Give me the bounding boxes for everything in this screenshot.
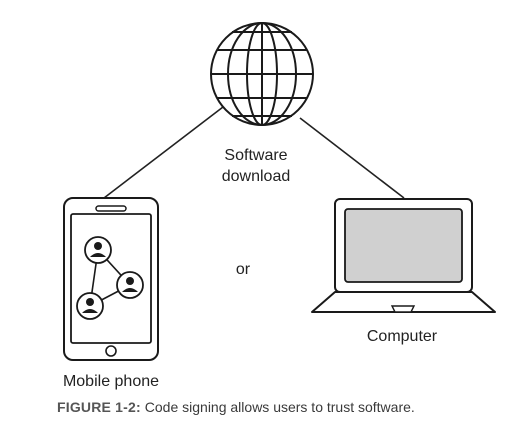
user-avatar-icon xyxy=(76,292,104,320)
mobile-phone-label: Mobile phone xyxy=(63,373,159,390)
globe-to-computer-connector xyxy=(299,117,405,199)
or-label: or xyxy=(236,261,251,278)
figure-number: FIGURE 1-2: xyxy=(57,399,141,415)
caption-text: Code signing allows users to trust softw… xyxy=(144,399,415,415)
globe-label-software: Software xyxy=(224,147,287,164)
mobile-phone-icon xyxy=(63,197,159,361)
user-network-icon xyxy=(76,236,144,320)
globe-label-download: download xyxy=(222,168,291,185)
globe-to-phone-connector xyxy=(103,106,224,199)
user-avatar-icon xyxy=(116,271,144,299)
user-avatar-icon xyxy=(84,236,112,264)
figure-caption: FIGURE 1-2: Code signing allows users to… xyxy=(57,399,415,415)
computer-label: Computer xyxy=(367,328,438,345)
globe-icon xyxy=(210,22,314,126)
laptop-computer-icon xyxy=(311,198,496,313)
